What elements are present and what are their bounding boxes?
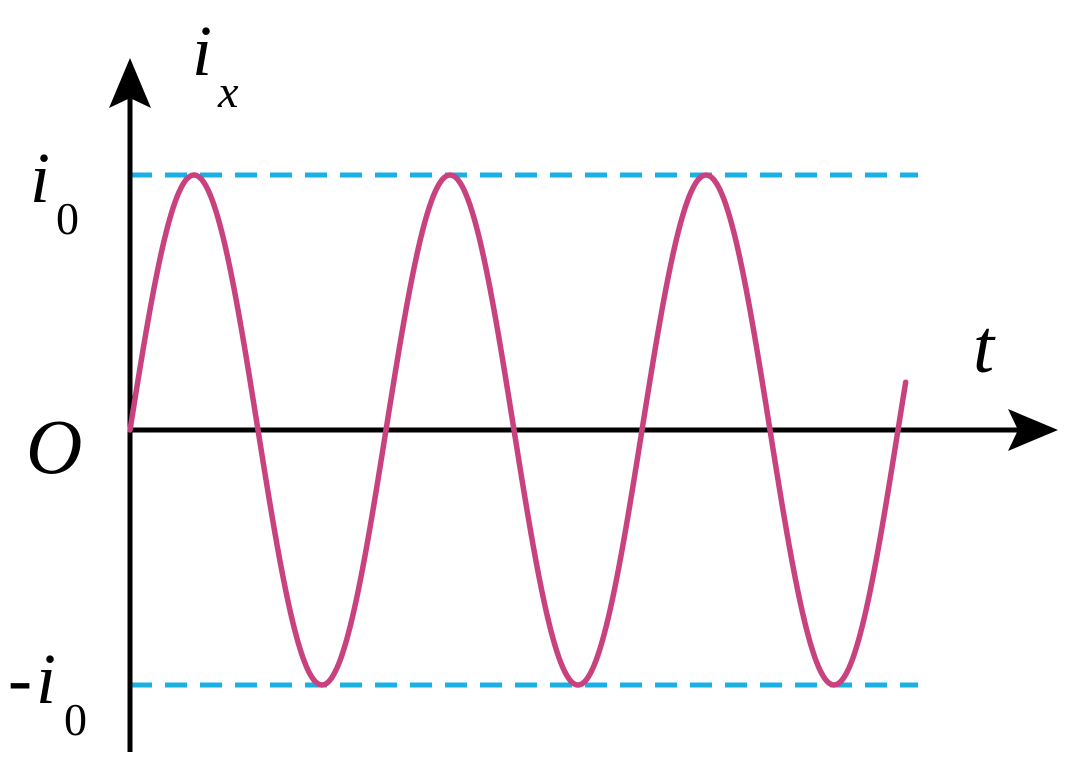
y-tick-label-top: i (30, 138, 50, 218)
y-axis-label: i (192, 11, 212, 91)
y-axis-label-subscript: x (217, 66, 239, 117)
y-tick-label-bottom-subscript: 0 (64, 694, 87, 745)
x-axis-label: t (973, 305, 996, 389)
y-tick-label-top-subscript: 0 (56, 193, 79, 244)
y-axis-arrowhead (109, 58, 151, 108)
y-tick-label-bottom-sign: - (8, 639, 32, 719)
x-axis-arrowhead (1008, 409, 1058, 451)
y-axis-label-symbol: i (192, 11, 212, 91)
series-line (127, 172, 909, 688)
y-tick-label-bottom: i (36, 639, 56, 719)
origin-label: O (26, 403, 82, 490)
